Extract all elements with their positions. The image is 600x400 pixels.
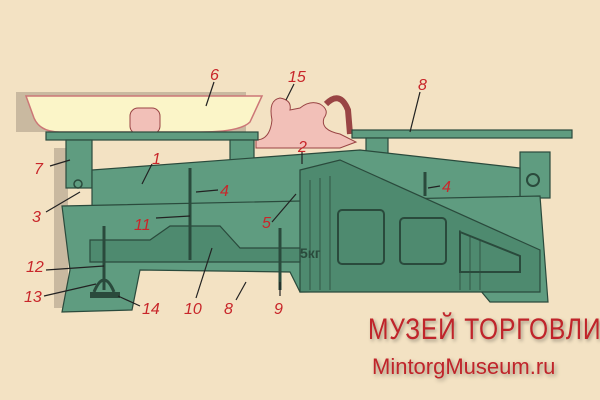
linkage <box>255 97 358 149</box>
label-14: 14 <box>142 301 160 318</box>
label-6: 6 <box>210 67 219 84</box>
label-7: 7 <box>34 161 44 178</box>
label-1: 1 <box>152 151 161 168</box>
weight-marking: 5кг <box>300 245 321 261</box>
logo-title: МУЗЕЙ ТОРГОВЛИ <box>368 313 600 346</box>
label-4-left: 4 <box>220 183 229 200</box>
label-15: 15 <box>288 69 306 86</box>
label-4-right: 4 <box>442 179 451 196</box>
pan-hub <box>129 107 161 135</box>
label-11: 11 <box>134 217 151 234</box>
label-13: 13 <box>24 289 42 306</box>
right-platform <box>351 129 573 139</box>
label-10: 10 <box>184 301 202 318</box>
lever <box>89 225 301 263</box>
label-5: 5 <box>262 215 271 232</box>
logo-url[interactable]: MintorgMuseum.ru <box>372 354 556 379</box>
label-2: 2 <box>297 139 307 156</box>
label-9: 9 <box>274 301 283 318</box>
weight-plate <box>90 292 120 298</box>
label-12: 12 <box>26 259 44 276</box>
label-3: 3 <box>32 209 41 226</box>
label-8-top: 8 <box>418 77 427 94</box>
label-8-bottom: 8 <box>224 301 233 318</box>
